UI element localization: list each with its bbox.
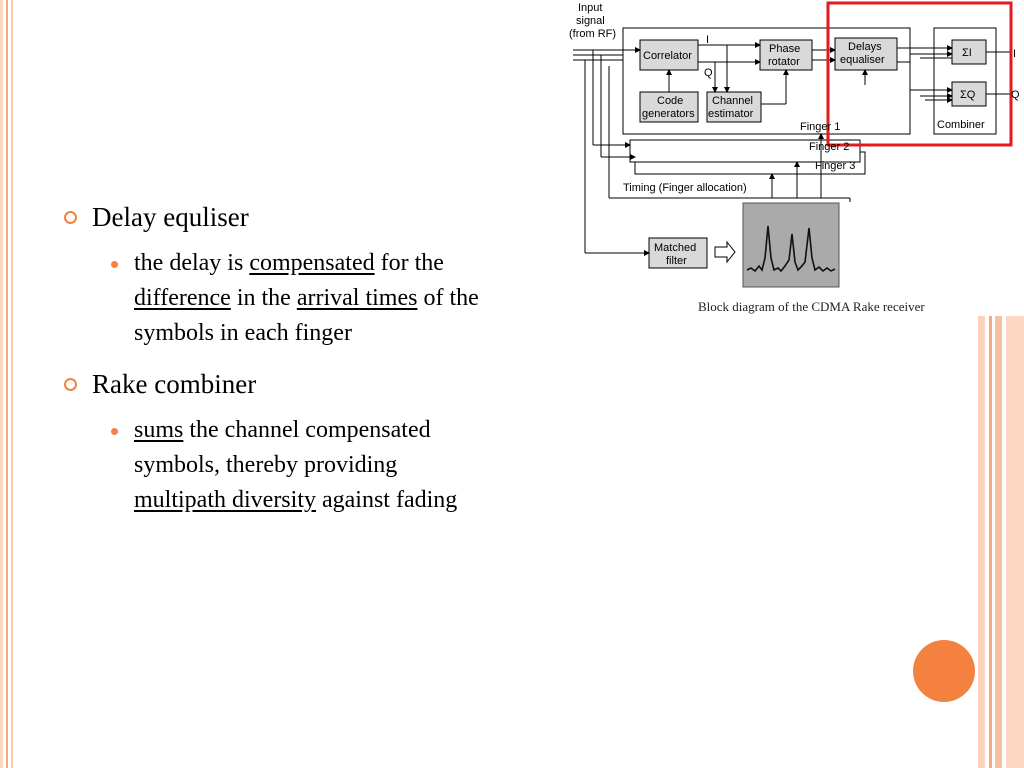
phase-rotator-label: Phase: [769, 43, 800, 55]
q-signal-label: Q: [704, 67, 713, 79]
underlined-term: arrival times: [296, 285, 418, 311]
sub-bullet-delay: the delay is compensated for the differe…: [64, 246, 584, 351]
sub-text: symbols, thereby providing: [134, 452, 398, 478]
right-decor-bar-3: [995, 316, 1002, 768]
sum-i-block: [951, 39, 987, 65]
left-decor-rule-1: [0, 0, 3, 768]
code-generators-label: Code: [657, 95, 683, 107]
dot-bullet-icon: [111, 261, 118, 268]
delays-equaliser-label: Delays: [848, 41, 882, 53]
sum-q-label: ΣQ: [960, 89, 976, 101]
channel-estimator-block: [706, 91, 762, 123]
sum-i-label: ΣI: [962, 47, 972, 59]
right-decor-bar-2: [989, 316, 992, 768]
bullet-delay-equaliser: Delay equliser: [64, 200, 584, 234]
sum-q-block: [951, 81, 987, 107]
code-generators-block: [639, 91, 699, 123]
underlined-term: difference: [134, 285, 231, 311]
output-q-label: Q: [1011, 89, 1020, 101]
underlined-term: multipath diversity: [134, 487, 316, 513]
phase-rotator-block: [759, 39, 813, 71]
sub-text: for the: [374, 250, 444, 276]
code-generators-label: generators: [642, 108, 695, 120]
combiner-label: Combiner: [937, 119, 985, 131]
bullet-rake-combiner: Rake combiner: [64, 367, 584, 401]
correlation-peaks-trace: [746, 225, 836, 273]
underlined-term: compensated: [249, 250, 375, 276]
sub-bullet-combiner: sums the channel compensated symbols, th…: [64, 413, 584, 518]
channel-estimator-label: Channel: [712, 95, 753, 107]
sub-text: of the: [417, 285, 479, 311]
dot-bullet-icon: [111, 428, 118, 435]
delays-equaliser-label: equaliser: [840, 54, 885, 66]
ring-bullet-icon: [64, 211, 77, 224]
sub-text: against fading: [315, 487, 458, 513]
matched-filter-label: Matched: [654, 242, 696, 254]
input-label: signal: [576, 15, 605, 27]
bullet-list: Delay equliser the delay is compensated …: [64, 200, 584, 518]
left-decor-rule-3: [11, 0, 13, 768]
sub-text: symbols in each finger: [134, 320, 352, 346]
bullet-heading: Delay equliser: [92, 202, 249, 232]
finger2-label: Finger 2: [809, 141, 849, 153]
finger1-label: Finger 1: [800, 121, 840, 133]
matched-filter-block: [648, 237, 708, 269]
underlined-term: sums: [134, 417, 184, 443]
sub-text: in the: [230, 285, 297, 311]
ring-bullet-icon: [64, 378, 77, 391]
bullet-heading: Rake combiner: [92, 369, 257, 399]
sub-text: the channel compensated: [183, 417, 431, 443]
input-label: (from RF): [569, 28, 616, 40]
timing-label: Timing (Finger allocation): [623, 182, 747, 194]
correlator-label: Correlator: [643, 50, 692, 62]
i-signal-label: I: [706, 34, 709, 46]
right-decor-bar-1: [978, 316, 985, 768]
finger2-frame: [629, 139, 861, 163]
diagram-svg: Input signal (from RF) Correlator Code g…: [569, 1, 1020, 288]
output-i-label: I: [1013, 48, 1016, 60]
highlight-box: [826, 1, 1013, 147]
phase-rotator-label: rotator: [768, 56, 800, 68]
finger3-label: Finger 3: [815, 160, 855, 172]
accent-circle: [913, 640, 975, 702]
input-label: Input: [578, 2, 602, 14]
sub-text: the delay is: [134, 250, 250, 276]
left-decor-rule-2: [6, 0, 8, 768]
delays-equaliser-block: [834, 37, 898, 71]
figure-caption: Block diagram of the CDMA Rake receiver: [698, 299, 925, 314]
rake-receiver-diagram: Input signal (from RF) Correlator Code g…: [565, 0, 1024, 318]
matched-filter-label: filter: [666, 255, 687, 267]
channel-estimator-label: estimator: [708, 108, 754, 120]
correlator-block: [639, 39, 699, 71]
right-decor-bar-4: [1006, 316, 1024, 768]
